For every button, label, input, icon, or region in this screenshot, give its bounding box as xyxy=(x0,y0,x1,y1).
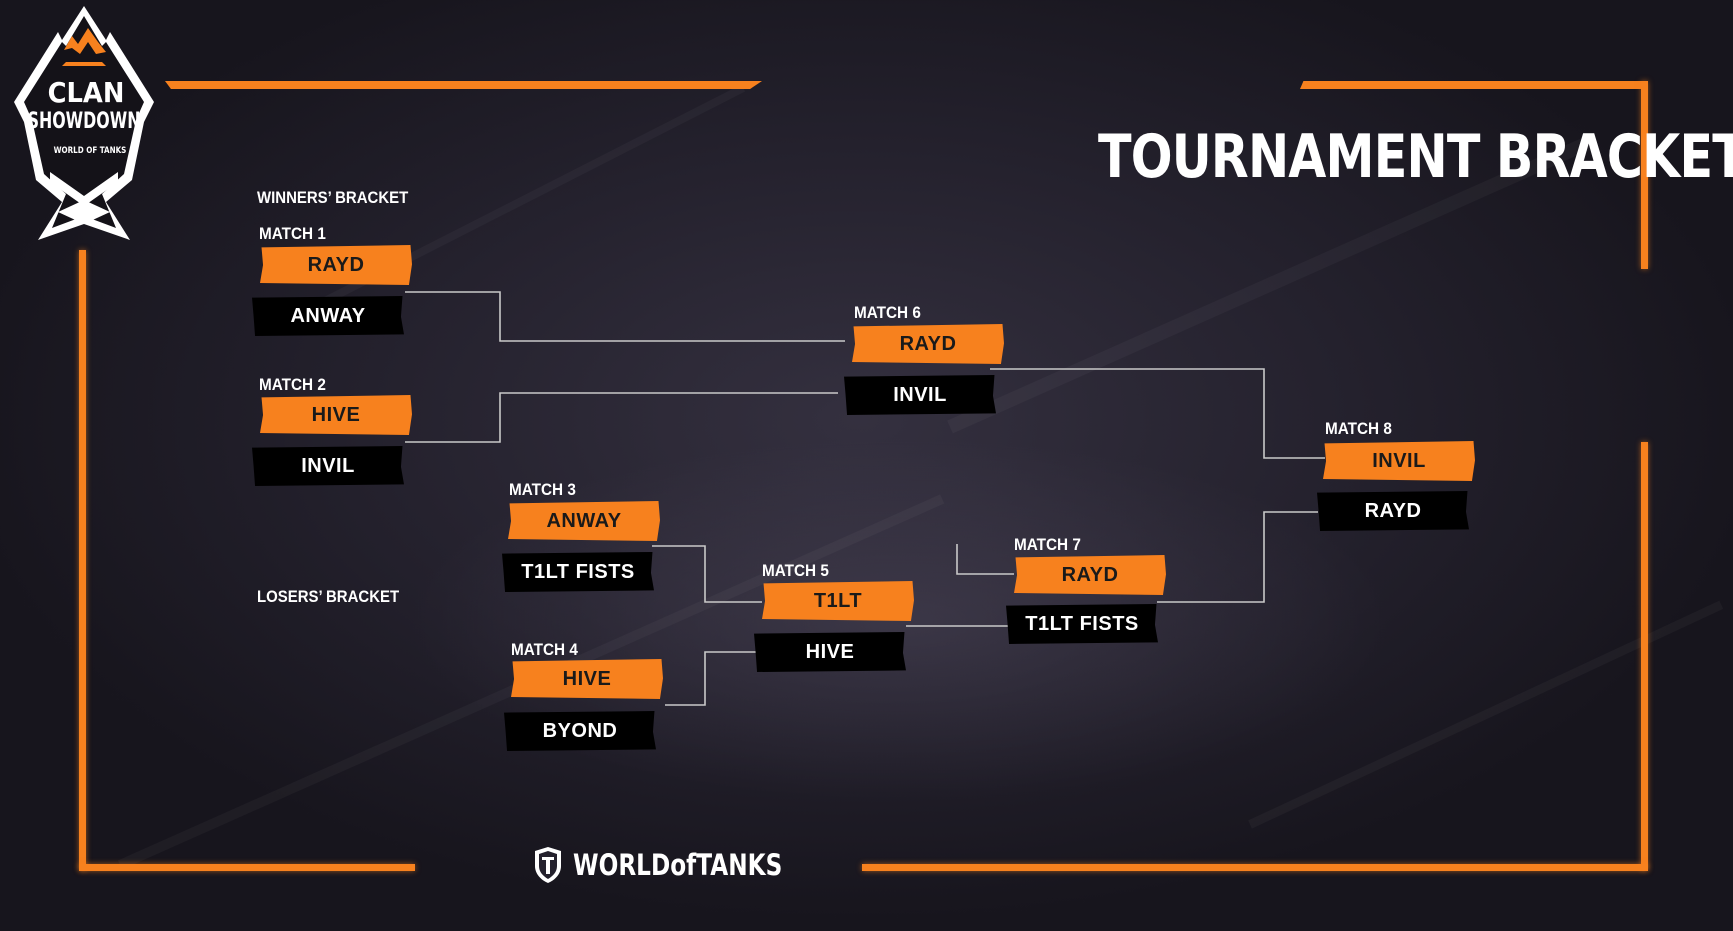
logo-text-showdown: SHOWDOWN xyxy=(28,107,141,133)
match-8-winner: INVIL xyxy=(1323,441,1475,481)
match-7-loser: T1LT FISTS xyxy=(1006,604,1158,644)
frame-top-right xyxy=(1300,81,1648,89)
logo-badge-text: WORLD OF TANKS xyxy=(54,144,127,155)
match-4-loser: BYOND xyxy=(504,711,656,751)
match-6-winner: RAYD xyxy=(852,324,1004,364)
match-5-loser: HIVE xyxy=(754,632,906,672)
logo-text-clan: CLAN xyxy=(48,77,125,109)
match-4-label: MATCH 4 xyxy=(511,640,578,659)
match-6-loser: INVIL xyxy=(844,375,996,415)
frame-top-left xyxy=(165,81,762,89)
wot-shield-icon xyxy=(535,847,561,883)
match-5-label: MATCH 5 xyxy=(762,561,829,580)
frame-bottom-right xyxy=(862,864,1648,871)
match-6-label: MATCH 6 xyxy=(854,303,921,322)
match-4-winner: HIVE xyxy=(511,659,663,699)
connector-m6-m8 xyxy=(990,368,1325,459)
winners-bracket-label: WINNERS’ BRACKET xyxy=(257,188,409,207)
match-8-label: MATCH 8 xyxy=(1325,419,1392,438)
match-3-loser: T1LT FISTS xyxy=(502,552,654,592)
match-2-winner: HIVE xyxy=(260,395,412,435)
page-title: TOURNAMENT BRACKET xyxy=(1098,122,1733,192)
match-2-loser: INVIL xyxy=(252,446,404,486)
match-1-winner: RAYD xyxy=(260,245,412,285)
match-7-winner: RAYD xyxy=(1014,555,1166,595)
match-1-label: MATCH 1 xyxy=(259,224,326,243)
connector-m7-m8 xyxy=(1157,511,1318,603)
wot-brand-text: WORLDofTANKS xyxy=(573,848,783,882)
match-8-loser: RAYD xyxy=(1317,491,1469,531)
frame-right-top xyxy=(1641,81,1648,269)
connector-m2-m6 xyxy=(405,392,838,443)
connector-m3-m5 xyxy=(652,545,762,603)
match-3-label: MATCH 3 xyxy=(509,480,576,499)
match-3-winner: ANWAY xyxy=(508,501,660,541)
match-5-winner: T1LT xyxy=(762,581,914,621)
losers-bracket-label: LOSERS’ BRACKET xyxy=(257,587,400,606)
frame-right-bottom xyxy=(1641,442,1648,870)
match-7-label: MATCH 7 xyxy=(1014,535,1081,554)
match-2-label: MATCH 2 xyxy=(259,375,326,394)
connector-m4-m5 xyxy=(665,651,756,706)
connector-m1-m6 xyxy=(405,291,845,342)
world-of-tanks-footer-logo: WORLDofTANKS xyxy=(533,846,835,884)
match-1-loser: ANWAY xyxy=(252,296,404,336)
clan-showdown-logo: CLAN SHOWDOWN WORLD OF TANKS xyxy=(14,6,154,240)
frame-left xyxy=(79,250,86,870)
frame-bottom-left xyxy=(79,864,415,871)
connector-m6-loser-m7 xyxy=(956,544,1014,575)
